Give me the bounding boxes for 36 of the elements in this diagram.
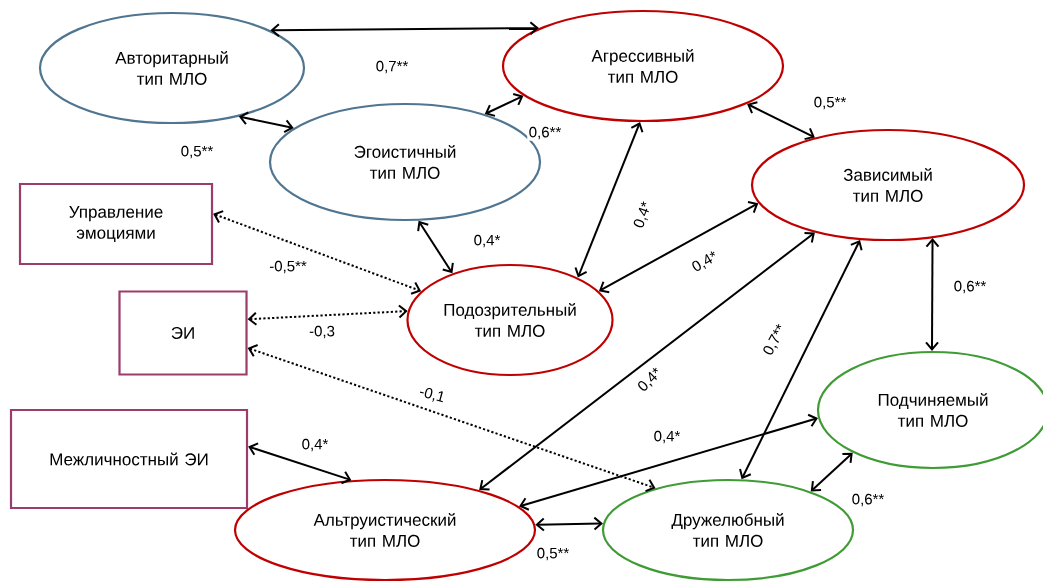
correlation-label: 0,4* (630, 198, 656, 232)
double-arrow (417, 220, 454, 274)
correlation-label: 0,4* (688, 247, 722, 277)
double-arrow (270, 21, 539, 38)
double-arrow (925, 238, 940, 351)
correlation-label: 0,4* (652, 429, 682, 445)
correlation-label: 0,5** (812, 95, 848, 111)
correlation-label: -0,1 (416, 383, 448, 407)
correlation-label: 0,4* (472, 233, 502, 249)
dotted-double-arrow (247, 304, 408, 326)
correlation-label: 0,4* (634, 364, 666, 396)
double-arrow (535, 516, 603, 532)
factor-box: Управление эмоциями (18, 182, 214, 266)
double-arrow (739, 239, 863, 480)
correlation-label: 0,7** (374, 59, 410, 75)
correlation-label: 0,7** (759, 320, 791, 360)
factor-box: ЭИ (118, 290, 248, 376)
factor-box: Межличностный ЭИ (9, 408, 249, 510)
correlation-label: 0,6** (527, 125, 563, 141)
double-arrow (747, 101, 815, 141)
double-arrow (238, 111, 294, 134)
double-arrow (810, 452, 853, 492)
correlation-label: 0,5** (535, 546, 571, 562)
correlation-label: 0,4* (300, 437, 330, 453)
correlation-label: 0,5** (179, 144, 215, 160)
dotted-double-arrow (247, 344, 656, 493)
double-arrow (248, 442, 352, 485)
double-arrow (519, 413, 818, 511)
double-arrow (484, 93, 524, 117)
double-arrow (574, 122, 644, 278)
dotted-double-arrow (213, 210, 422, 295)
double-arrow (479, 231, 815, 491)
correlation-label: 0,6** (952, 279, 988, 295)
double-arrow (598, 201, 759, 294)
correlation-label: -0,5** (267, 259, 309, 275)
correlation-label: -0,3 (307, 324, 337, 340)
